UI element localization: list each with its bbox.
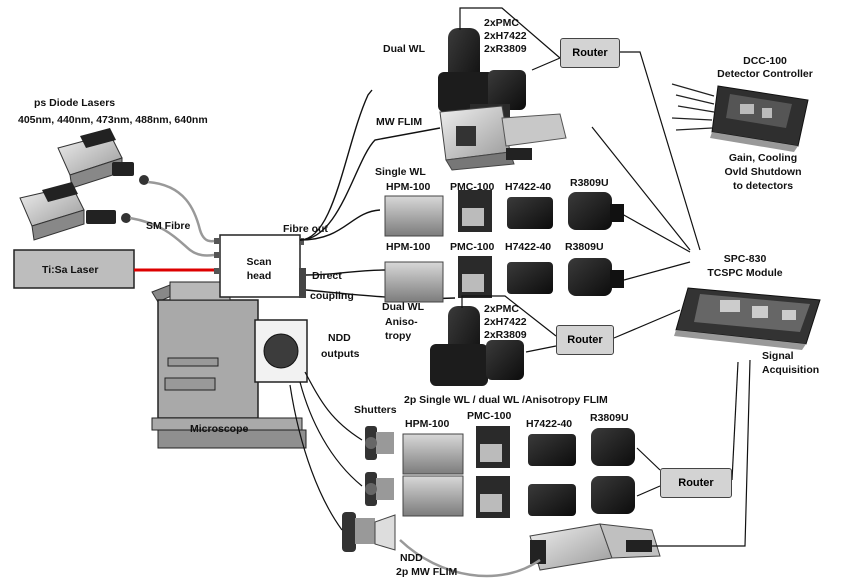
row2-pmc: PMC-100	[450, 241, 495, 253]
aniso-label-2: Aniso-	[385, 316, 418, 328]
row2-r3809: R3809U	[565, 241, 604, 253]
dcc-cable-lines	[671, 83, 715, 131]
row2-hpm: HPM-100	[386, 241, 431, 253]
mw-flim-bottom-fibre	[399, 539, 541, 578]
shutter-1	[365, 426, 394, 460]
ndd-bottom-label: NDD	[400, 552, 423, 564]
coupling-label: coupling	[310, 290, 354, 302]
aniso-label-1: Dual WL	[382, 301, 424, 313]
diode-laser-1	[57, 128, 149, 189]
ndd-bottom-detector	[342, 512, 396, 552]
tisa-laser-box	[13, 249, 135, 289]
aniso-label-3: tropy	[385, 330, 412, 342]
sm-fibre-1	[147, 180, 215, 243]
row1-h7422: H7422-40	[505, 181, 552, 193]
dual-wl-det-3: 2xR3809	[484, 43, 527, 55]
aniso-det-2: 2xH7422	[484, 316, 527, 328]
mw-flim-label: MW FLIM	[376, 116, 423, 128]
sm-fibre-label: SM Fibre	[146, 220, 191, 232]
router-bottom: Router	[660, 468, 732, 498]
ndd-outputs-label-1: NDD	[328, 332, 351, 344]
single-wl-row-1-devices	[384, 190, 624, 237]
dcc-title-2: Detector Controller	[717, 68, 813, 80]
scan-head-label-1: Scan	[246, 256, 272, 268]
mw-flim-bottom-detector	[529, 523, 661, 571]
dual-wl-det-1: 2xPMC	[484, 17, 520, 29]
direct-label: Direct	[312, 270, 342, 282]
row1-r3809: R3809U	[570, 177, 609, 189]
fibre-out-label: Fibre out	[283, 223, 328, 235]
sm-fibre-2	[129, 216, 215, 257]
dual-wl-det-2: 2xH7422	[484, 30, 527, 42]
row1-pmc: PMC-100	[450, 181, 495, 193]
scan-head-connections	[299, 89, 456, 300]
twop-h7422: H7422-40	[526, 418, 573, 430]
scan-head-box	[219, 234, 301, 298]
dcc-title-1: DCC-100	[743, 55, 787, 67]
mw-flim-bottom-label: 2p MW FLIM	[396, 566, 458, 578]
twop-row-1-devices	[402, 426, 635, 475]
single-wl-label: Single WL	[375, 166, 426, 178]
spc-830-card	[674, 287, 821, 350]
diode-lasers-title: ps Diode Lasers	[34, 97, 116, 109]
diode-laser-2	[19, 182, 131, 241]
router-top: Router	[560, 38, 620, 68]
microscope-label: Microscope	[190, 423, 249, 435]
ndd-output-lines	[289, 371, 363, 531]
aniso-det-1: 2xPMC	[484, 303, 520, 315]
spc-title-2: TCSPC Module	[707, 267, 783, 279]
row2-h7422: H7422-40	[505, 241, 552, 253]
twop-r3809: R3809U	[590, 412, 629, 424]
router-middle: Router	[556, 325, 614, 355]
acquisition-label: Acquisition	[762, 364, 820, 376]
dcc-note-2: Ovld Shutdown	[724, 166, 802, 178]
diode-lasers-wavelengths: 405nm, 440nm, 473nm, 488nm, 640nm	[18, 114, 208, 126]
anisotropy-detector	[430, 306, 524, 386]
dcc-100-card	[710, 85, 809, 152]
dcc-note-1: Gain, Cooling	[728, 152, 798, 164]
microscope	[151, 281, 308, 449]
twop-pmc: PMC-100	[467, 410, 512, 422]
spc-title-1: SPC-830	[723, 253, 767, 265]
twop-title: 2p Single WL / dual WL /Anisotropy FLIM	[404, 394, 608, 406]
mw-flim-detector	[439, 105, 567, 171]
twop-row-2-devices	[402, 475, 635, 518]
shutter-2	[365, 472, 394, 506]
ndd-outputs-label-2: outputs	[321, 348, 360, 360]
tisa-laser-label: Ti:Sa Laser	[42, 264, 99, 276]
row1-hpm: HPM-100	[386, 181, 431, 193]
dual-wl-label: Dual WL	[383, 43, 425, 55]
single-wl-row-2-devices	[384, 256, 624, 303]
twop-hpm: HPM-100	[405, 418, 450, 430]
aniso-det-3: 2xR3809	[484, 329, 527, 341]
shutters-label: Shutters	[354, 404, 397, 416]
dcc-note-3: to detectors	[732, 180, 794, 192]
scan-head-label-2: head	[246, 270, 272, 282]
signal-label: Signal	[762, 350, 794, 362]
